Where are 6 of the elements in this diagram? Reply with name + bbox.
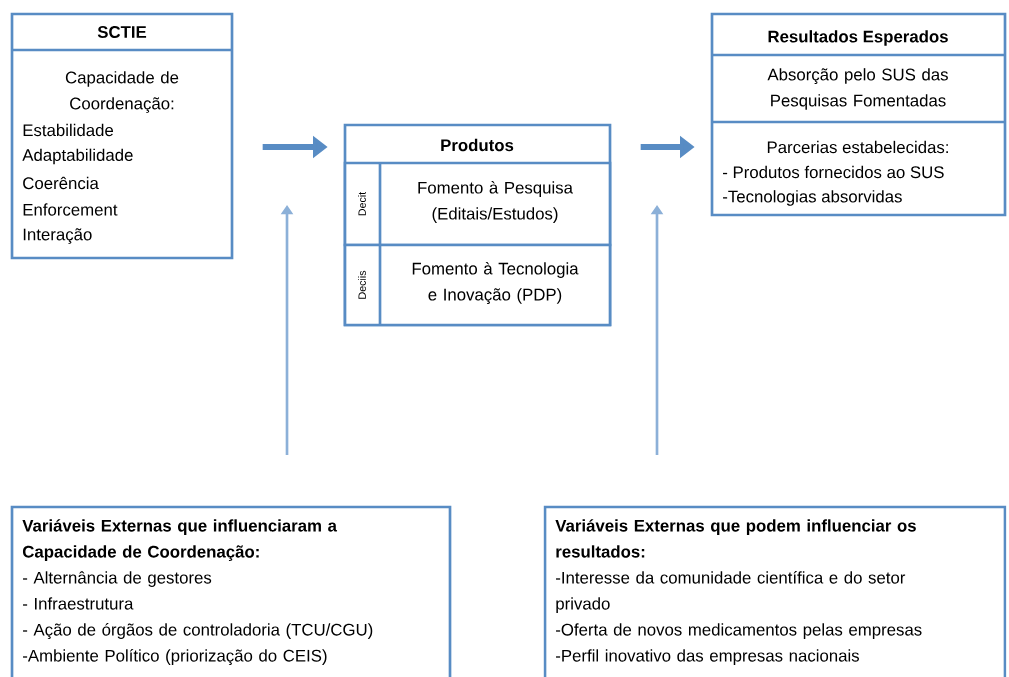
- table-row: Decit Fomento à Pesquisa (Editais/Estudos): [343, 161, 612, 247]
- table-box: SCTIE Capacidade de Coordenação: Estabilidade Adaptabilidade Coerência Enforcement Interação: [10, 12, 234, 260]
- text-box: Variáveis Externas que influenciaram a Capacidade de Coordenação: - Alternância de gestores - Infraestrutura - Ação de órgãos de controladoria (TCU/CGU) -Ambiente Político (priorização do CEIS): [10, 505, 452, 677]
- table-row: Deciis Fomento à Tecnologia e Inovação (PDP): [343, 243, 612, 327]
- text-box: Variáveis Externas que podem influenciar os resultados: -Interesse da comunidade científica e do setor privado -Oferta de novos medicamentos pelas empresas -Perfil inovativo das empresas nacionais: [543, 505, 1007, 677]
- table-box: Resultados Esperados Absorção pelo SUS das Pesquisas Fomentadas Parcerias estabelecidas: - Produtos fornecidos ao SUS -Tecnologias absorvidas: [710, 12, 1007, 217]
